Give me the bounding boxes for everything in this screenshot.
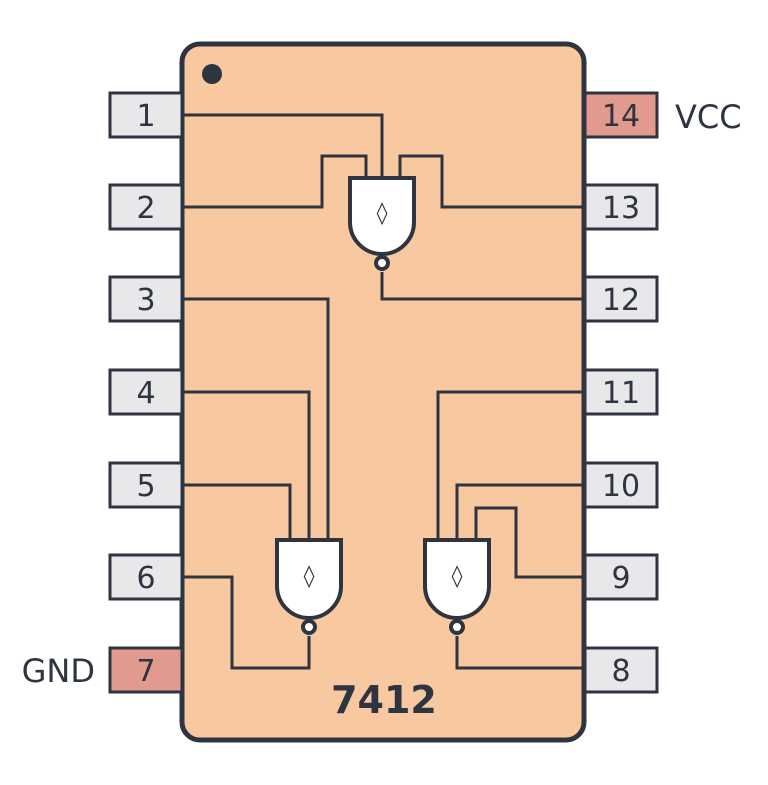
pin-2: 2 <box>108 183 184 231</box>
pin-12-label: 12 <box>602 283 640 318</box>
pin-8: 8 <box>583 646 659 694</box>
pin-1-label: 1 <box>136 99 155 134</box>
wire-pin11-gate3 <box>436 390 584 540</box>
pin1-marker-dot <box>202 64 222 84</box>
pin-5: 5 <box>108 461 184 509</box>
wire-pin10-gate3 <box>455 483 584 540</box>
nand-gate-2: ◊ <box>275 538 343 635</box>
wires <box>182 113 584 670</box>
gnd-label: GND <box>22 652 95 690</box>
wire-pin9-gate3 <box>474 506 584 579</box>
nand-gate-1: ◊ <box>348 176 416 271</box>
pin-13-label: 13 <box>602 191 640 226</box>
pin-13: 13 <box>583 183 659 231</box>
pin-9-label: 9 <box>611 561 630 596</box>
pin-14-label: 14 <box>602 99 640 134</box>
wire-pin2-gate1 <box>182 154 368 209</box>
gate-3-symbol-icon: ◊ <box>452 564 463 589</box>
wire-pin3-gate2 <box>182 297 330 540</box>
pin-12: 12 <box>583 275 659 323</box>
nand-gate-3: ◊ <box>423 538 491 635</box>
wire-pin1-gate1 <box>182 113 384 178</box>
pin-3: 3 <box>108 275 184 323</box>
pin-7: 7 <box>108 646 184 694</box>
wire-pin5-gate2 <box>182 483 292 540</box>
wire-pin13-gate1 <box>398 154 584 209</box>
pin-6: 6 <box>108 553 184 601</box>
pin-4-label: 4 <box>136 376 155 411</box>
gate-1-symbol-icon: ◊ <box>377 201 388 226</box>
part-number-label: 7412 <box>331 678 437 722</box>
pin-11-label: 11 <box>602 376 640 411</box>
pin-1: 1 <box>108 91 184 139</box>
vcc-label: VCC <box>675 98 742 136</box>
wire-gate3-pin8 <box>455 636 584 670</box>
pin-10-label: 10 <box>602 469 640 504</box>
gate-3-inverter-bubble <box>449 619 465 635</box>
pin-6-label: 6 <box>136 561 155 596</box>
gate-1-inverter-bubble <box>374 255 390 271</box>
pin-7-label: 7 <box>136 654 155 689</box>
pin-9: 9 <box>583 553 659 601</box>
pin-3-label: 3 <box>136 283 155 318</box>
pin-5-label: 5 <box>136 469 155 504</box>
gate-2-inverter-bubble <box>301 619 317 635</box>
wire-gate1-pin12 <box>380 272 584 301</box>
pin-2-label: 2 <box>136 191 155 226</box>
wire-gate2-pin6 <box>182 575 311 670</box>
pin-4: 4 <box>108 368 184 416</box>
wire-pin4-gate2 <box>182 390 311 540</box>
pin-10: 10 <box>583 461 659 509</box>
pin-11: 11 <box>583 368 659 416</box>
pin-8-label: 8 <box>611 654 630 689</box>
gate-2-symbol-icon: ◊ <box>304 564 315 589</box>
pin-14: 14 <box>583 91 659 139</box>
